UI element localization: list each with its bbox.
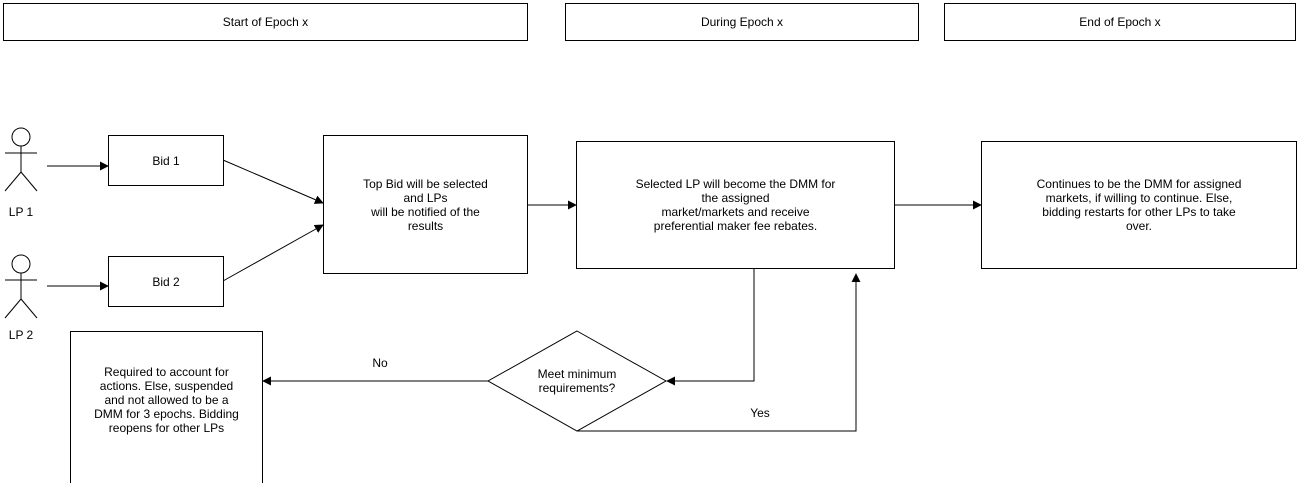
arrow-bid2-to-selection [222, 224, 324, 282]
bid2-box: Bid 2 [108, 256, 224, 307]
edge-label-yes: Yes [750, 406, 770, 420]
actor-lp2-figure [4, 254, 38, 319]
actor-lp1-label: LP 1 [8, 205, 34, 219]
decision-diamond-shape [486, 330, 668, 432]
header-during-epoch: During Epoch x [565, 3, 919, 41]
dmm-assignment-box: Selected LP will become the DMM for the … [576, 141, 895, 269]
bid1-box: Bid 1 [108, 135, 224, 186]
arrow-dmm-to-decision [666, 268, 755, 386]
edge-label-no: No [372, 356, 388, 370]
selection-box: Top Bid will be selected and LPs will be… [323, 135, 528, 274]
decision-label: Meet minimum requirements? [537, 367, 617, 395]
continue-box: Continues to be the DMM for assigned mar… [981, 141, 1297, 269]
actor-lp1-figure [4, 127, 38, 192]
actor-lp2-label: LP 2 [8, 328, 34, 342]
arrow-decision-yes-to-dmm [577, 273, 861, 432]
header-end-of-epoch: End of Epoch x [944, 3, 1296, 41]
header-start-of-epoch: Start of Epoch x [3, 3, 528, 41]
penalty-box: Required to account for actions. Else, s… [70, 331, 263, 483]
arrow-bid1-to-selection [222, 159, 324, 204]
